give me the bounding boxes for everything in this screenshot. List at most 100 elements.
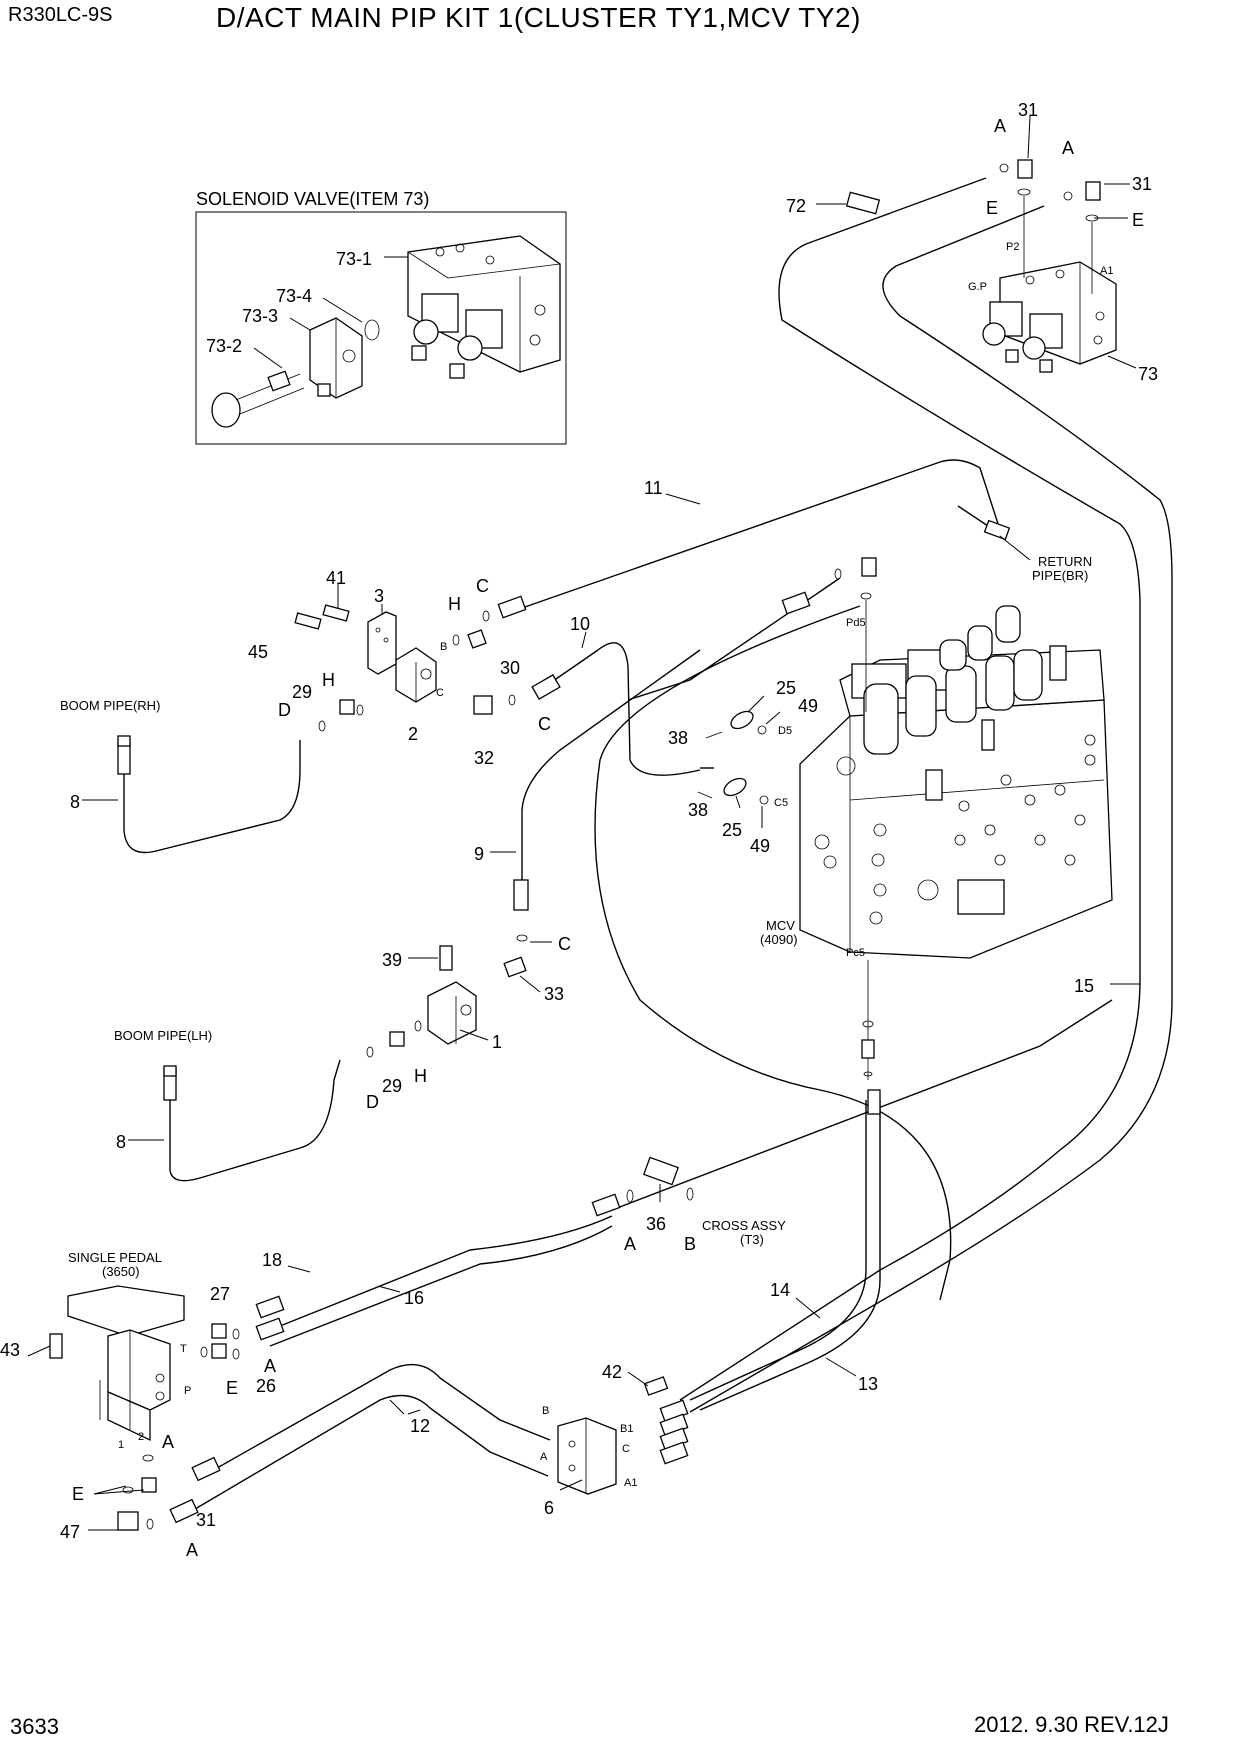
main-control-valve: MCV (4090) bbox=[760, 605, 1113, 959]
elbow-fitting-31a bbox=[1017, 159, 1033, 179]
part-number-47: 47 bbox=[60, 1522, 80, 1542]
part-number-25a: 25 bbox=[776, 678, 796, 698]
port-label-c-block6: C bbox=[622, 1443, 630, 1455]
part-number-49a: 49 bbox=[798, 696, 818, 716]
single-pedal-label-2: (3650) bbox=[102, 1264, 140, 1279]
inset-title: SOLENOID VALVE(ITEM 73) bbox=[196, 189, 429, 209]
part-number-73: 73 bbox=[1138, 364, 1158, 384]
port-label-b-block6: B bbox=[542, 1405, 549, 1417]
solenoid-bolt-73-2 bbox=[211, 370, 305, 428]
block-1-assembly bbox=[366, 934, 528, 1058]
elbow-31c bbox=[141, 1477, 157, 1493]
part-number-18: 18 bbox=[262, 1250, 282, 1270]
top-fittings: 31 31 A A E E 72 bbox=[786, 100, 1152, 294]
marker-a3: A bbox=[624, 1234, 636, 1254]
marker-c1: C bbox=[476, 576, 489, 596]
port-label-a1-top: A1 bbox=[1100, 265, 1113, 277]
solenoid-valve-73: P2 G.P A1 73 bbox=[968, 241, 1158, 384]
marker-c2: C bbox=[538, 714, 551, 734]
solenoid-valve-body bbox=[407, 235, 561, 379]
part-number-10: 10 bbox=[570, 614, 590, 634]
o-ring-73-4 bbox=[364, 319, 380, 341]
marker-c3: C bbox=[558, 934, 571, 954]
hose-15-inner bbox=[689, 205, 1173, 1413]
port-label-p2: P2 bbox=[1006, 241, 1019, 253]
hose-9 bbox=[521, 649, 701, 910]
bracket-3 bbox=[367, 611, 397, 675]
part-number-16: 16 bbox=[404, 1288, 424, 1308]
part-number-25b: 25 bbox=[722, 820, 742, 840]
bolt-45 bbox=[294, 612, 322, 630]
part-number-29b: 29 bbox=[382, 1076, 402, 1096]
marker-e1: E bbox=[986, 198, 998, 218]
marker-e4: E bbox=[72, 1484, 84, 1504]
elbow-fitting-31b bbox=[1085, 181, 1101, 201]
bolt-43 bbox=[49, 1333, 63, 1359]
hose-15-outer bbox=[679, 177, 1141, 1401]
port-label-pd5: Pd5 bbox=[846, 617, 866, 629]
boom-pipe-rh-fitting bbox=[117, 735, 131, 747]
hose-16 bbox=[269, 1225, 613, 1347]
port-label-p: P bbox=[184, 1385, 191, 1397]
marker-h2b: H bbox=[414, 1066, 427, 1086]
port-label-c5: C5 bbox=[774, 797, 788, 809]
marker-a5: A bbox=[162, 1432, 174, 1452]
port-label-2: 2 bbox=[138, 1431, 144, 1443]
part-number-33: 33 bbox=[544, 984, 564, 1004]
page-number: 3633 bbox=[10, 1714, 59, 1739]
part-number-1: 1 bbox=[492, 1032, 502, 1052]
fitting-29b bbox=[389, 1031, 405, 1047]
part-number-38a: 38 bbox=[668, 728, 688, 748]
cross-assy: CROSS ASSY (T3) bbox=[626, 1156, 786, 1247]
marker-a4: A bbox=[264, 1356, 276, 1376]
part-number-38b: 38 bbox=[688, 800, 708, 820]
boom-pipe-lh-fitting bbox=[163, 1065, 177, 1077]
callout-text: RETURN PIPE(BR) BOOM PIPE(RH) BOOM PIPE(… bbox=[60, 535, 1092, 1043]
part-number-26: 26 bbox=[256, 1376, 276, 1396]
label-73-3: 73-3 bbox=[242, 306, 278, 326]
return-pipe-label-1: RETURN bbox=[1038, 554, 1092, 569]
page-title: D/ACT MAIN PIP KIT 1(CLUSTER TY1,MCV TY2… bbox=[216, 2, 861, 33]
part-number-labels: 11 10 41 3 45 30 29 2 32 8 9 39 33 1 15 … bbox=[0, 478, 1140, 1542]
hose-11 bbox=[521, 459, 1005, 609]
marker-h1: H bbox=[448, 594, 461, 614]
single-pedal: P T 1 2 SINGLE PEDAL (3650) bbox=[49, 1250, 240, 1531]
port-label-a-block6: A bbox=[540, 1451, 548, 1463]
part-number-31c: 31 bbox=[196, 1510, 216, 1530]
port-label-c-block2: C bbox=[436, 687, 444, 699]
port-label-d5: D5 bbox=[778, 725, 792, 737]
part-number-36: 36 bbox=[646, 1214, 666, 1234]
model-number: R330LC-9S bbox=[8, 4, 113, 26]
part-number-12: 12 bbox=[410, 1416, 430, 1436]
part-number-2: 2 bbox=[408, 724, 418, 744]
marker-b3: B bbox=[684, 1234, 696, 1254]
port-label-b1: B1 bbox=[620, 1423, 633, 1435]
single-pedal-label-1: SINGLE PEDAL bbox=[68, 1250, 162, 1265]
fitting-pd5 bbox=[861, 557, 877, 577]
cross-assy-label-2: (T3) bbox=[740, 1232, 764, 1247]
marker-e3: E bbox=[226, 1378, 238, 1398]
port-label-pc5: Pc5 bbox=[846, 947, 865, 959]
boom-pipe-rh-label: BOOM PIPE(RH) bbox=[60, 698, 160, 713]
label-73-2: 73-2 bbox=[206, 336, 242, 356]
pressure-switch-72 bbox=[845, 191, 881, 215]
part-number-8a: 8 bbox=[70, 792, 80, 812]
part-number-3: 3 bbox=[374, 586, 384, 606]
block-2-assembly: B C bbox=[294, 604, 516, 732]
return-pipe-label-2: PIPE(BR) bbox=[1032, 568, 1088, 583]
marker-a6: A bbox=[186, 1540, 198, 1560]
elbow-32 bbox=[473, 695, 493, 715]
bolt-41 bbox=[322, 604, 350, 622]
inset-frame bbox=[195, 211, 567, 445]
hose-10 bbox=[539, 642, 701, 776]
hose-12a bbox=[209, 1363, 551, 1473]
hose-14b bbox=[699, 1100, 881, 1411]
hoses bbox=[123, 177, 1173, 1513]
part-number-8b: 8 bbox=[116, 1132, 126, 1152]
hose-12b bbox=[189, 1394, 549, 1513]
part-number-31a: 31 bbox=[1018, 100, 1038, 120]
part-number-15: 15 bbox=[1074, 976, 1094, 996]
fitting-30 bbox=[467, 629, 487, 649]
